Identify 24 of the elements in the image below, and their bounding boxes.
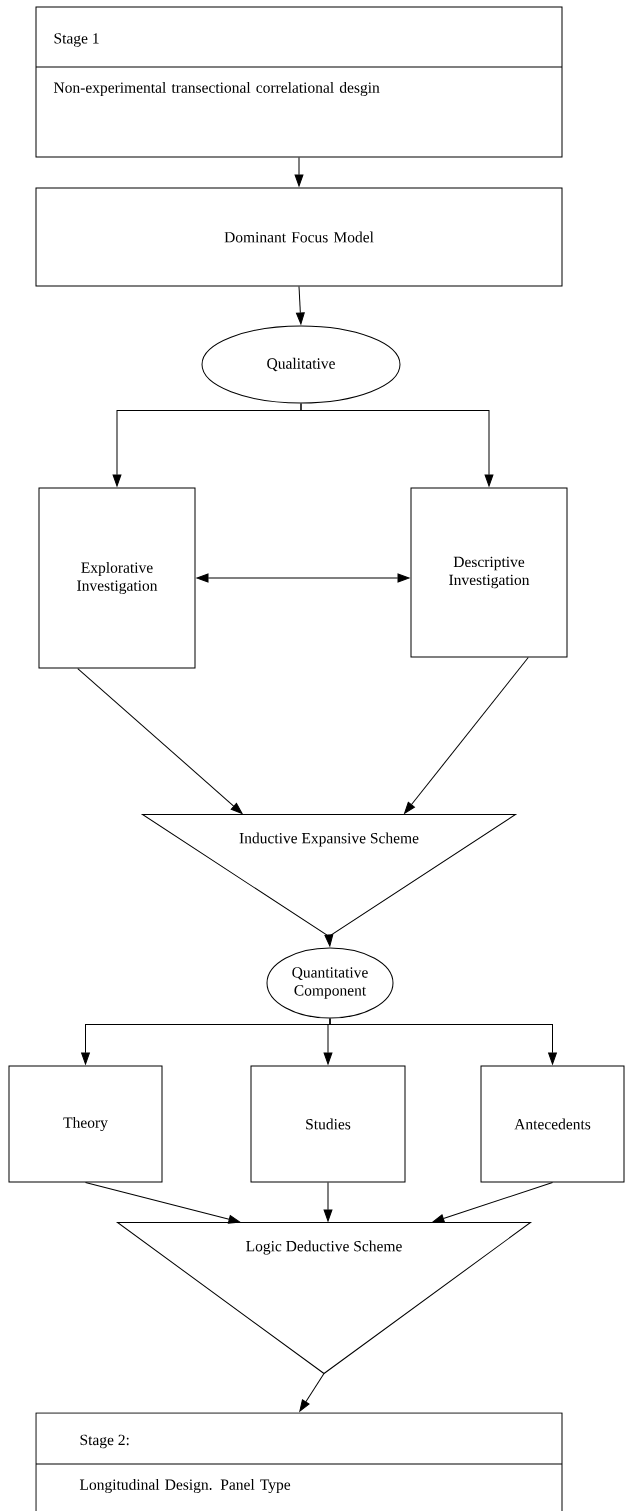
process-box: Studies (250, 1065, 406, 1183)
arrow (85, 1182, 241, 1224)
arrow (295, 286, 305, 325)
ellipse-node: Quantitative Component (266, 947, 394, 1019)
arrow (300, 403, 494, 487)
funnel-triangle: Inductive Expansive Scheme (142, 814, 516, 937)
process-box: Antecedents (480, 1065, 625, 1183)
arrow (294, 157, 304, 187)
arrow (324, 934, 334, 947)
arrow (329, 1018, 557, 1065)
process-box: Theory (8, 1065, 163, 1183)
stage-box: Stage 2: Longitudinal Design. Panel Type (35, 1412, 563, 1511)
arrow (323, 1182, 333, 1222)
arrow (77, 668, 243, 814)
stage-box: Stage 1 Non-experimental transectional correlational desgin (35, 6, 563, 158)
process-box: Explorative Investigation (38, 487, 196, 669)
ellipse-node: Qualitative (201, 325, 401, 404)
funnel-triangle: Logic Deductive Scheme (117, 1222, 531, 1374)
process-box: Dominant Focus Model (35, 187, 563, 287)
process-box: Descriptive Investigation (410, 487, 568, 658)
arrow (196, 573, 410, 583)
arrow (404, 657, 529, 814)
arrow (299, 1373, 325, 1412)
arrow (432, 1182, 553, 1223)
